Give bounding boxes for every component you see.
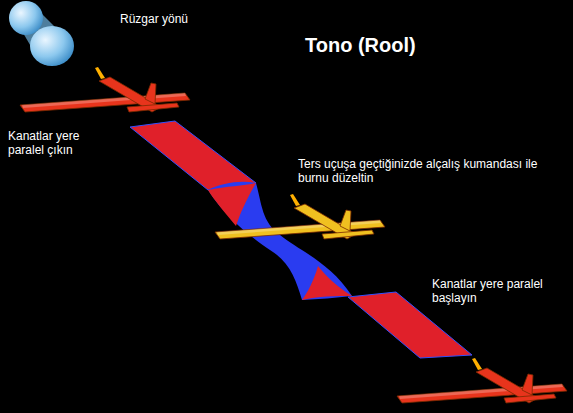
note-label: Kanatlar yere paralel başlayın (432, 277, 562, 305)
airplane-inverted (215, 194, 385, 239)
airplane-start (20, 67, 190, 112)
wind-cone (9, 1, 74, 66)
note-label: Kanatlar yere paralel çıkın (8, 129, 103, 157)
note-label: Ters uçuşa geçtiğinizde alçalış kumandas… (298, 157, 560, 185)
roll-ribbon (130, 121, 472, 358)
note-label: Rüzgar yönü (120, 12, 240, 26)
diagram-title: Tono (Rool) (305, 34, 416, 57)
airplane-end (397, 358, 567, 403)
